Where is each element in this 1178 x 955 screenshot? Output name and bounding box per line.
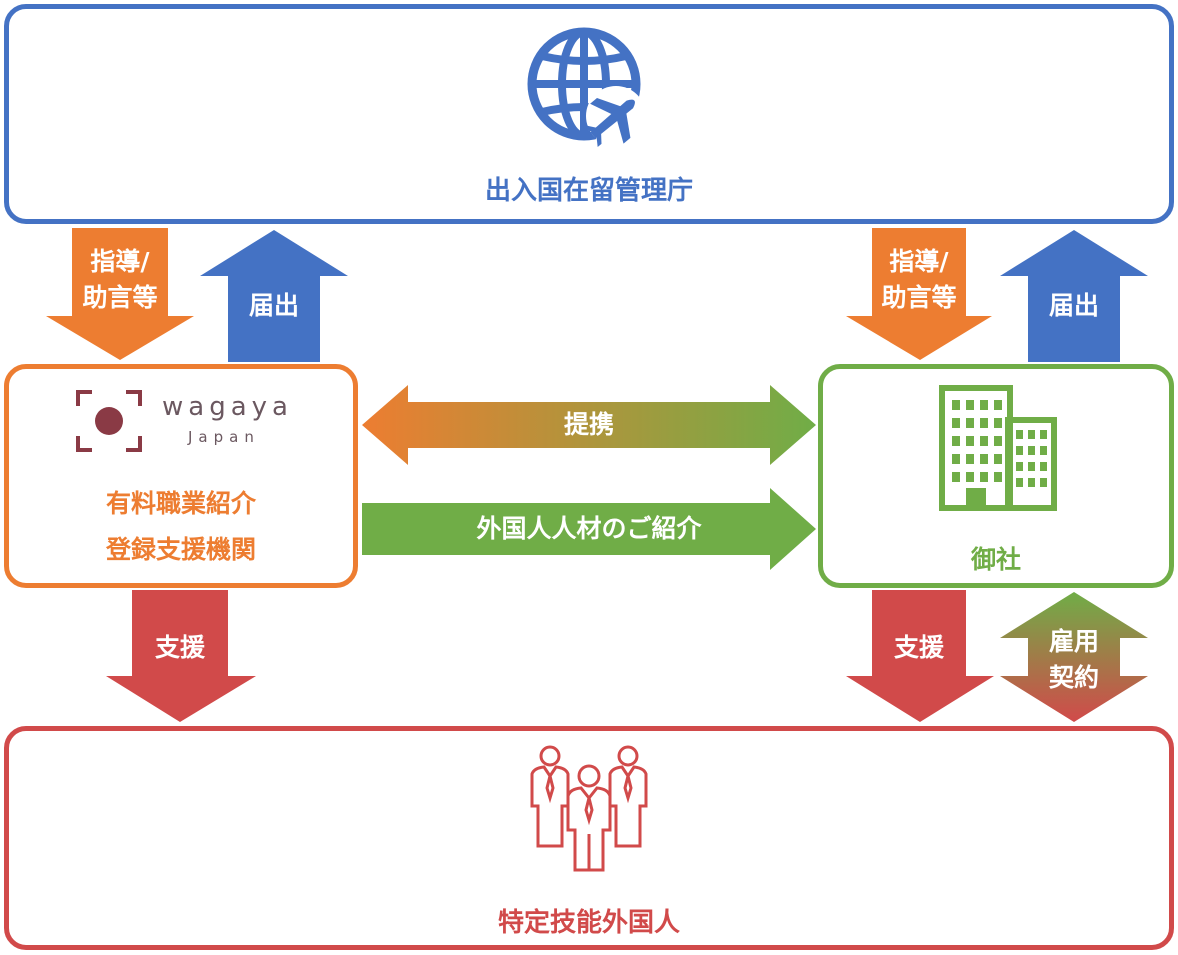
- guidance-left-label: 指導/ 助言等: [72, 244, 168, 316]
- guidance-arrow-left: [46, 228, 194, 360]
- partnership-label: 提携: [563, 410, 614, 439]
- support-arrow-left: [106, 590, 256, 722]
- workers-box: [4, 726, 1174, 950]
- immigration-label: 出入国在留管理庁: [484, 176, 693, 206]
- report-arrow-right: [1000, 230, 1148, 362]
- agency-box: [4, 364, 358, 588]
- agency-line2: 登録支援機関: [105, 535, 256, 564]
- wagaya-logo-word: wagaya: [162, 392, 293, 422]
- introduction-label: 外国人人材のご紹介: [476, 514, 702, 543]
- guidance-arrow-right: [846, 228, 992, 360]
- support-arrow-right: [846, 590, 994, 722]
- report-left-label: 届出: [248, 291, 299, 320]
- employment-label: 雇用 契約: [1028, 624, 1120, 696]
- workers-label: 特定技能外国人: [497, 908, 680, 938]
- wagaya-logo-mark: [76, 390, 142, 452]
- introduction-arrow: [362, 488, 816, 570]
- guidance-right-line1: 指導/: [889, 247, 949, 276]
- guidance-right-label: 指導/ 助言等: [872, 244, 966, 316]
- globe-airplane-icon: [527, 27, 646, 148]
- office-building-icon: [939, 385, 1057, 511]
- support-right-label: 支援: [893, 633, 944, 662]
- wagaya-logo-sub: Japan: [188, 428, 260, 446]
- guidance-left-line2: 助言等: [82, 283, 158, 312]
- agency-line1: 有料職業紹介: [105, 489, 256, 518]
- guidance-right-line2: 助言等: [881, 283, 957, 312]
- partnership-arrow: [362, 385, 816, 465]
- support-left-label: 支援: [154, 633, 205, 662]
- company-label: 御社: [970, 545, 1021, 574]
- report-arrow-left: [200, 230, 348, 362]
- guidance-left-line1: 指導/: [90, 247, 150, 276]
- report-right-label: 届出: [1048, 291, 1099, 320]
- employment-line2: 契約: [1048, 663, 1099, 692]
- business-people-icon: [530, 745, 648, 872]
- employment-arrow: [1000, 592, 1148, 722]
- employment-line1: 雇用: [1048, 627, 1099, 656]
